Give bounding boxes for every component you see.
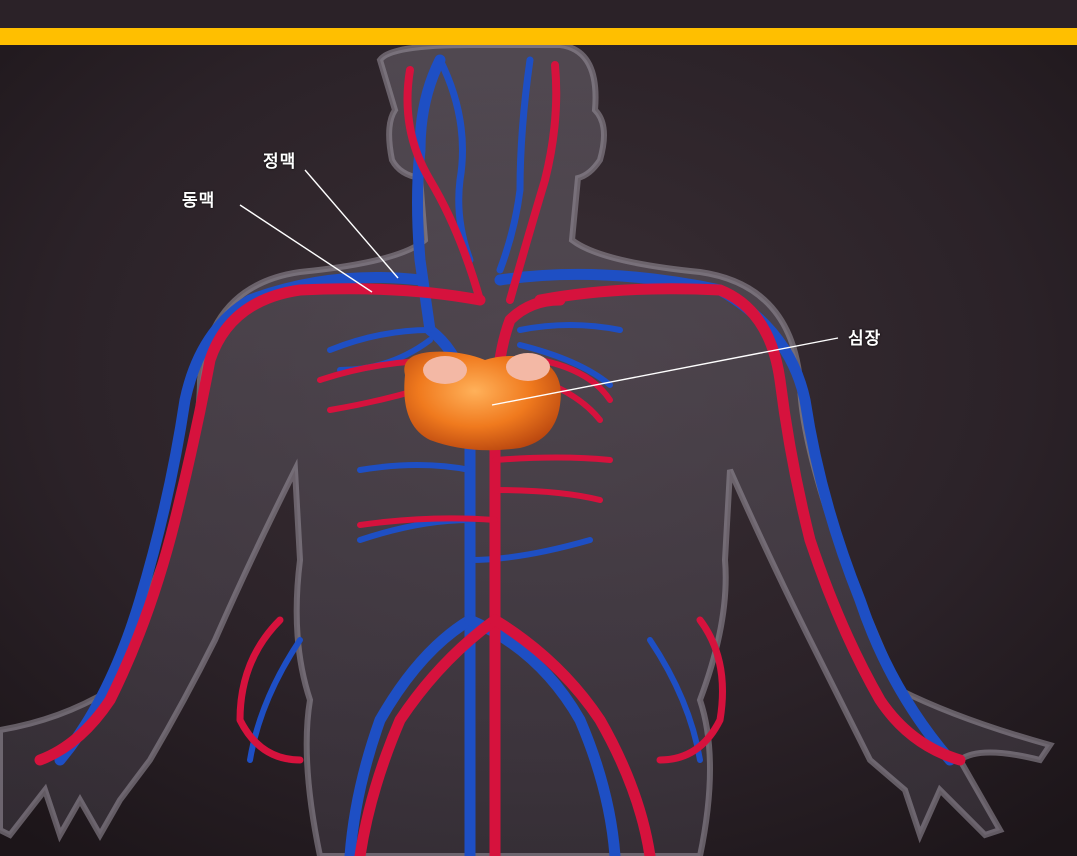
circulatory-system-illustration (0, 45, 1077, 856)
heart-label: 심장 (848, 324, 881, 349)
artery-label: 동맥 (182, 186, 215, 211)
heart-right-atrium (506, 353, 550, 381)
heart-left-atrium (423, 356, 467, 384)
heart (404, 352, 561, 451)
accent-bar (0, 28, 1077, 45)
top-strip (0, 0, 1077, 28)
vein-label: 정맥 (263, 147, 296, 172)
